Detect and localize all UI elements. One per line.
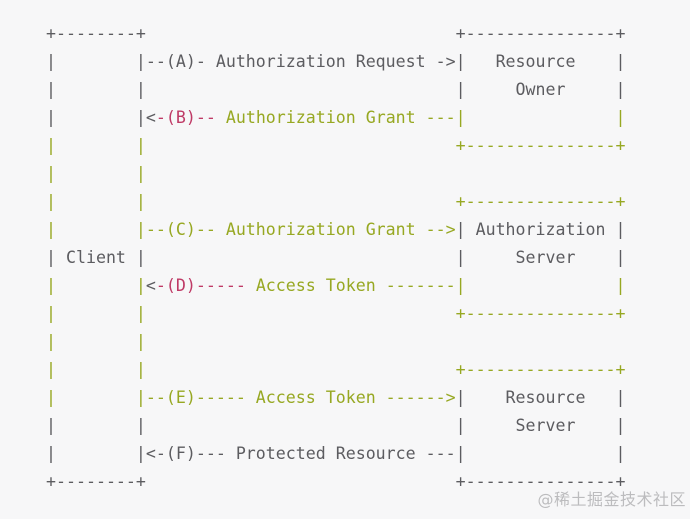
- diagram-segment-pink: -(B)--: [155, 108, 216, 127]
- diagram-line: | |<-(F)--- Protected Resource ---| |: [46, 440, 625, 468]
- diagram-segment-gray: | | | Server |: [46, 416, 626, 435]
- diagram-segment-green: | |: [46, 164, 146, 183]
- diagram-line: | | +---------------+: [46, 188, 625, 216]
- diagram-line: | | | Owner |: [46, 76, 625, 104]
- diagram-segment-green: | |: [46, 332, 146, 351]
- diagram-line: | |--(C)-- Authorization Grant -->| Auth…: [46, 216, 625, 244]
- diagram-line: +--------+ +---------------+: [46, 468, 625, 496]
- ascii-diagram: +--------+ +---------------+ | |--(A)- Au…: [46, 20, 625, 496]
- diagram-line: | | +---------------+: [46, 356, 625, 384]
- watermark: @稀土掘金技术社区: [537, 490, 686, 509]
- diagram-line: | |: [46, 328, 625, 356]
- diagram-line: +--------+ +---------------+: [46, 20, 625, 48]
- diagram-segment-green: | | +---------------+: [46, 304, 626, 323]
- diagram-line: | |--(E)----- Access Token ------>| Reso…: [46, 384, 625, 412]
- diagram-line: | |<-(B)-- Authorization Grant ---| |: [46, 104, 625, 132]
- diagram-segment-green: | | +---------------+: [46, 192, 626, 211]
- diagram-line: | Client | | Server |: [46, 244, 625, 272]
- diagram-segment-green: | |--(C)-- Authorization Grant -->: [46, 220, 456, 239]
- diagram-segment-green: Authorization Grant ---| |: [215, 108, 626, 127]
- diagram-segment-gray: +--------+ +---------------+: [46, 472, 626, 491]
- diagram-segment-gray: | Resource |: [455, 388, 626, 407]
- diagram-line: | |: [46, 160, 625, 188]
- diagram-segment-green: | | +---------------+: [46, 360, 626, 379]
- diagram-line: | | +---------------+: [46, 132, 625, 160]
- diagram-line: | |<-(D)----- Access Token -------| |: [46, 272, 625, 300]
- diagram-segment-gray: | | | Owner |: [46, 80, 626, 99]
- diagram-segment-green: | |: [46, 276, 146, 295]
- diagram-segment-gray: <: [145, 276, 156, 295]
- diagram-segment-gray: | |<-(F)--- Protected Resource ---| |: [46, 444, 626, 463]
- diagram-segment-gray: | Authorization |: [455, 220, 626, 239]
- diagram-segment-green: | | +---------------+: [46, 136, 626, 155]
- diagram-segment-gray: +--------+ +---------------+: [46, 24, 626, 43]
- diagram-segment-green: Access Token -------| |: [245, 276, 626, 295]
- diagram-segment-gray: | |--(A)- Authorization Request ->| Reso…: [46, 52, 626, 71]
- diagram-line: | |--(A)- Authorization Request ->| Reso…: [46, 48, 625, 76]
- diagram-segment-gray: | Client | | Server |: [46, 248, 626, 267]
- diagram-line: | | +---------------+: [46, 300, 625, 328]
- diagram-line: | | | Server |: [46, 412, 625, 440]
- diagram-segment-green: | |--(E)----- Access Token ------>: [46, 388, 456, 407]
- diagram-segment-gray: | |<: [46, 108, 156, 127]
- diagram-segment-pink: -(D)-----: [155, 276, 246, 295]
